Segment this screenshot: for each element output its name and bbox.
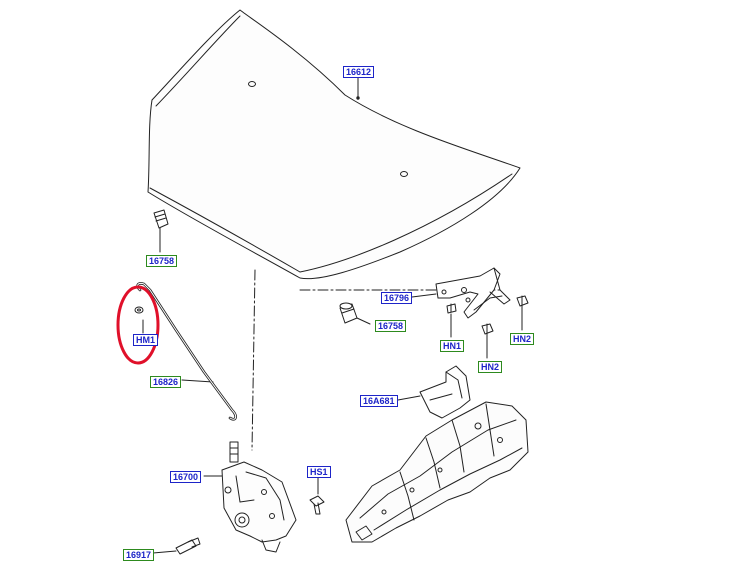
clip-hm1 (134, 306, 144, 314)
hood-hinge (435, 267, 511, 319)
callout-hood-bumper-right[interactable]: 16758 (375, 320, 407, 332)
hood-latch (221, 441, 297, 553)
callout-screw-hs1[interactable]: HS1 (307, 466, 331, 478)
callout-hood[interactable]: 16612 (343, 66, 375, 78)
callout-hinge[interactable]: 16796 (381, 292, 413, 304)
nut-hn2-lower (481, 323, 494, 335)
callout-release-cable[interactable]: 16917 (123, 549, 155, 561)
callout-hinge-bracket[interactable]: 16A681 (360, 395, 398, 407)
release-cable-end (175, 537, 201, 555)
screw-hs1 (309, 495, 325, 515)
callout-nut-hn2-upper[interactable]: HN2 (510, 333, 535, 345)
hinge-bracket (419, 365, 471, 419)
callout-latch[interactable]: 16700 (170, 471, 202, 483)
highlight-circle-hm1 (116, 285, 160, 365)
hood-panel (147, 9, 521, 280)
hood-bumper-left (153, 209, 169, 229)
callout-clip-hm1[interactable]: HM1 (133, 334, 159, 346)
callout-prop-rod[interactable]: 16826 (150, 376, 182, 388)
hood-bumper-right (339, 302, 358, 324)
inner-fender-structure (345, 401, 529, 543)
callout-nut-hn2-lower[interactable]: HN2 (478, 361, 503, 373)
callout-hood-bumper-left[interactable]: 16758 (146, 255, 178, 267)
nut-hn1 (446, 303, 457, 314)
nut-hn2-upper (516, 295, 529, 307)
callout-nut-hn1[interactable]: HN1 (440, 340, 465, 352)
